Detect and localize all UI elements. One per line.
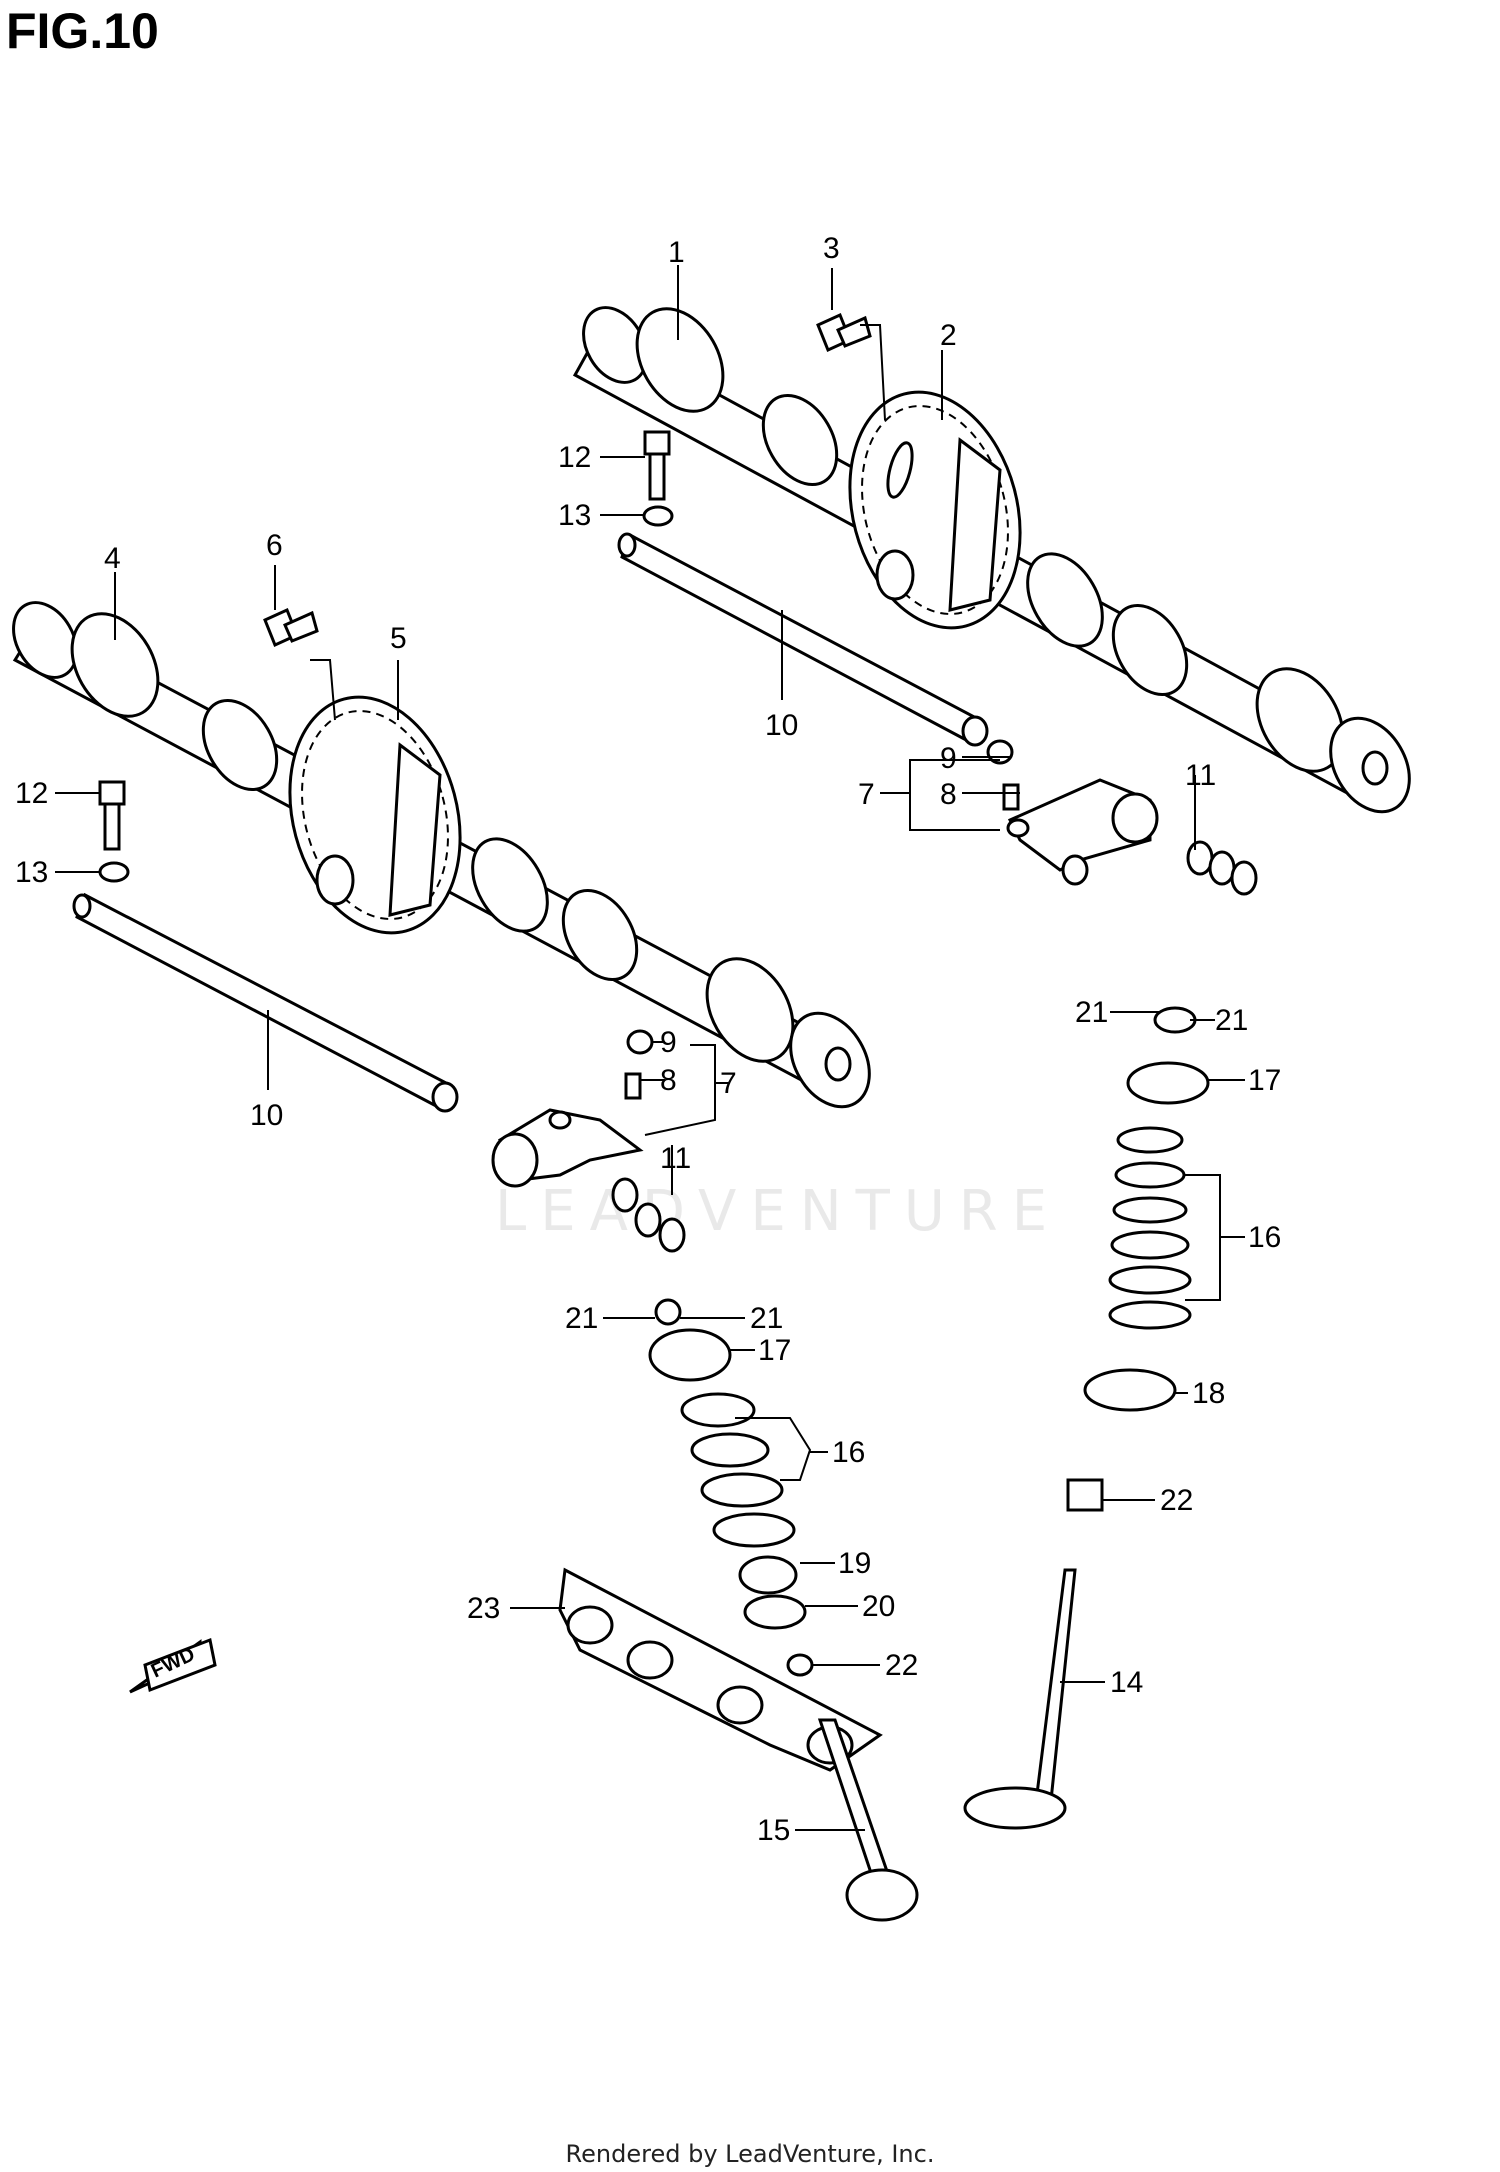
- callout-21-b: 21: [1215, 1004, 1248, 1037]
- callout-17-right: 17: [1248, 1064, 1281, 1097]
- rocker-arm-upper: [1006, 778, 1159, 886]
- bolt-12-upper: [643, 430, 671, 501]
- callout-21-c: 21: [565, 1302, 598, 1335]
- callout-5: 5: [390, 622, 407, 655]
- callout-16-right: 16: [1248, 1221, 1281, 1254]
- spring-11-upper: [1186, 840, 1258, 896]
- callout-11-upper: 11: [1185, 759, 1216, 792]
- callout-9-upper: 9: [940, 742, 957, 775]
- watermark-text: LEADVENTURE: [495, 1179, 1061, 1244]
- left-valve-stack: [648, 1298, 814, 1677]
- leader-lines: [55, 265, 1245, 1831]
- callout-10-upper: 10: [765, 709, 798, 742]
- screw-8-upper: [1002, 783, 1020, 811]
- callout-21-d: 21: [750, 1302, 783, 1335]
- callout-13-upper: 13: [558, 499, 591, 532]
- figure-title: FIG.10: [6, 3, 159, 59]
- callout-20: 20: [862, 1590, 895, 1623]
- bolt-12-lower: [98, 780, 126, 851]
- footer-credit: Rendered by LeadVenture, Inc.: [565, 2140, 935, 2168]
- washer-13-lower: [98, 861, 130, 883]
- callout-8-lower: 8: [660, 1064, 677, 1097]
- callout-22-right: 22: [1160, 1484, 1193, 1517]
- callout-11-lower: 11: [660, 1142, 691, 1175]
- callout-18: 18: [1192, 1377, 1225, 1410]
- right-valve-stack: [963, 1006, 1210, 1830]
- callout-17-left: 17: [758, 1334, 791, 1367]
- callout-23: 23: [467, 1592, 500, 1625]
- callout-13-lower: 13: [15, 856, 48, 889]
- fwd-arrow-icon: FWD: [129, 1637, 217, 1694]
- washer-13-upper: [642, 505, 674, 527]
- callout-4: 4: [104, 542, 121, 575]
- callout-19: 19: [838, 1547, 871, 1580]
- callout-22-left: 22: [885, 1649, 918, 1682]
- callout-7-lower: 7: [720, 1067, 737, 1100]
- screw-8-lower: [624, 1072, 642, 1100]
- rocker-shaft-lower: [72, 892, 459, 1113]
- callout-8-upper: 8: [940, 778, 957, 811]
- callout-12-lower: 12: [15, 777, 48, 810]
- callout-15: 15: [757, 1814, 790, 1847]
- nut-9-lower: [626, 1029, 654, 1055]
- bolt-3: [816, 312, 872, 353]
- callout-14: 14: [1110, 1666, 1143, 1699]
- callout-16-left: 16: [832, 1436, 865, 1469]
- bolt-6: [263, 607, 319, 648]
- rocker-arm-lower: [491, 1108, 644, 1188]
- callout-10-lower: 10: [250, 1099, 283, 1132]
- callout-9-lower: 9: [660, 1026, 677, 1059]
- callout-1: 1: [668, 236, 685, 269]
- rocker-shaft-upper: [617, 532, 989, 747]
- callout-6: 6: [266, 529, 283, 562]
- callout-3: 3: [823, 232, 840, 265]
- valve-15: [817, 1718, 919, 1922]
- gasket-plate-23: [558, 1567, 883, 1772]
- callout-7-upper: 7: [858, 778, 875, 811]
- spring-11-lower: [611, 1177, 686, 1253]
- callout-12-upper: 12: [558, 441, 591, 474]
- callout-21-a: 21: [1075, 996, 1108, 1029]
- lower-cam-sprocket: [288, 695, 462, 935]
- callouts: 1 2 3 4 5 6 12 13 10 9 8 7 11 12 13 10 9…: [15, 232, 1281, 1847]
- callout-2: 2: [940, 319, 957, 352]
- upper-cam-sprocket: [848, 390, 1022, 630]
